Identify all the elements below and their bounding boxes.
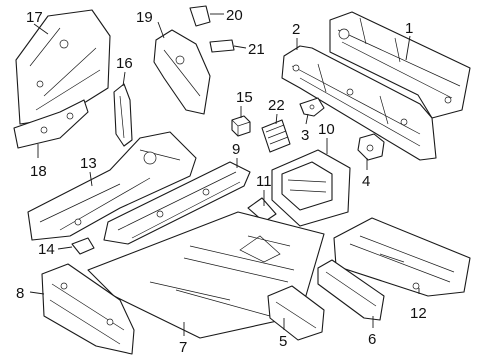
part-9-rear-rail [103,161,251,245]
callout-18: 18 [30,163,47,180]
callout-22: 22 [268,97,285,114]
part-4-mount [357,133,385,161]
callout-15: 15 [236,89,253,106]
leader-17 [33,23,49,35]
part-13-side-rail [27,131,197,241]
leader-22 [275,113,278,125]
callout-3: 3 [301,127,309,144]
leader-13 [89,171,93,187]
part-21-clip [209,39,235,53]
leader-1 [405,35,411,61]
leader-16 [122,71,126,87]
leader-14 [57,246,73,250]
callout-1: 1 [405,20,413,37]
part-2-cross-member [281,45,437,161]
callout-17: 17 [26,9,43,26]
callout-14: 14 [38,241,55,258]
callout-labels: 1 2 3 4 5 6 7 8 9 10 11 12 13 14 15 16 1… [16,7,427,356]
callout-13: 13 [80,155,97,172]
callout-16: 16 [116,55,133,72]
callout-6: 6 [368,331,376,348]
part-16-pillar [113,83,133,147]
callout-2: 2 [292,21,300,38]
leader-8 [29,291,45,295]
callout-11: 11 [256,173,272,190]
callout-19: 19 [136,9,153,26]
part-22-grille [261,119,291,153]
part-17-wheel-house [15,9,111,125]
part-18-bracket [13,99,89,149]
leader-19 [157,21,165,39]
callout-9: 9 [232,141,240,158]
callout-5: 5 [279,333,287,350]
callout-4: 4 [362,173,370,190]
leader-21 [233,45,247,49]
part-20-clip [189,5,211,27]
part-1-rear-panel [329,11,471,119]
callout-12: 12 [410,305,427,322]
callout-20: 20 [226,7,243,24]
callout-10: 10 [318,121,335,138]
part-8-end-panel [41,263,135,355]
callout-21: 21 [248,41,265,58]
part-6-extension [317,259,385,321]
callout-8: 8 [16,285,24,302]
leader-lines [29,13,420,336]
part-5-extension [267,285,325,341]
leader-3 [305,113,309,125]
part-3-bracket [299,97,325,117]
part-14-bracket [71,237,95,255]
callout-7: 7 [179,339,187,356]
part-19-quarter-inner [153,29,211,115]
part-15-block [231,115,251,137]
part-10-well-panel [271,149,351,227]
